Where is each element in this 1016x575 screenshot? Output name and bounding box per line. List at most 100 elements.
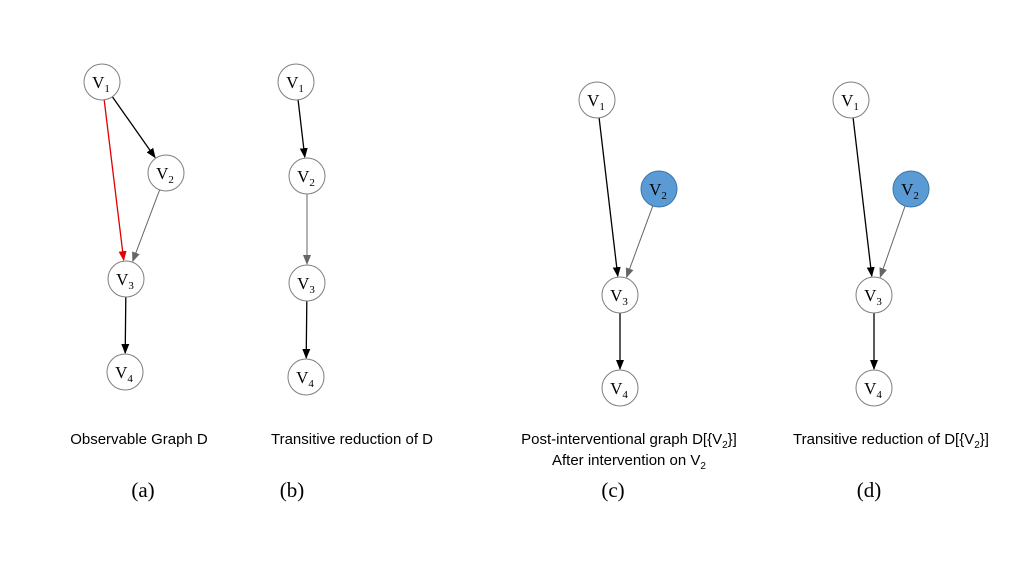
node-label-main: V (901, 180, 914, 199)
node-label-sub: 3 (876, 296, 882, 308)
node-label-sub: 3 (309, 284, 315, 296)
node-circle (892, 170, 930, 208)
node-label: V4 (115, 363, 133, 385)
panel-letter: (d) (857, 478, 882, 502)
edge-v2-v3 (879, 205, 906, 279)
node-label: V3 (297, 274, 315, 296)
node-circle (106, 353, 144, 391)
node-circle (147, 154, 185, 192)
node-v2-intervened: V2 (892, 170, 930, 208)
node-v3: V3 (601, 276, 639, 314)
node-label-main: V (286, 73, 299, 92)
node-label-main: V (297, 274, 310, 293)
node-v3: V3 (107, 260, 145, 298)
node-label-main: V (116, 270, 129, 289)
caption-text: After intervention on V (552, 452, 700, 469)
node-label: V1 (841, 91, 859, 113)
edge-v3-v4 (302, 300, 311, 360)
node-label: V2 (649, 180, 667, 202)
caption-text: Observable Graph D (70, 431, 208, 448)
node-label: V4 (296, 368, 314, 390)
node-label-sub: 3 (622, 296, 628, 308)
caption-subscript: 2 (700, 461, 706, 472)
node-label-sub: 4 (622, 389, 628, 401)
node-label: V2 (901, 180, 919, 202)
node-circle (277, 63, 315, 101)
node-label: V3 (864, 286, 882, 308)
node-label-sub: 1 (599, 101, 605, 113)
node-circle (601, 276, 639, 314)
node-label: V3 (116, 270, 134, 292)
node-v2-intervened: V2 (640, 170, 678, 208)
node-label-sub: 2 (913, 190, 919, 202)
caption-text: Transitive reduction of D[{V (793, 431, 974, 448)
node-label-main: V (841, 91, 854, 110)
node-circle (832, 81, 870, 119)
node-label-sub: 1 (298, 83, 304, 95)
panel-letter: (a) (131, 478, 154, 502)
edge-v1-v2 (297, 99, 308, 159)
node-label-main: V (864, 379, 877, 398)
node-label: V1 (286, 73, 304, 95)
caption-suffix: }] (728, 431, 737, 448)
node-label-sub: 1 (853, 101, 859, 113)
node-label-sub: 4 (876, 389, 882, 401)
node-label: V2 (156, 164, 174, 186)
node-label: V1 (587, 91, 605, 113)
node-label-main: V (610, 286, 623, 305)
node-v2: V2 (288, 157, 326, 195)
node-v1: V1 (83, 63, 121, 101)
node-label-main: V (587, 91, 600, 110)
panel-caption-line: Transitive reduction of D (271, 431, 433, 448)
edge-v1-v3 (103, 99, 127, 262)
node-v3: V3 (855, 276, 893, 314)
node-label-sub: 2 (309, 177, 315, 189)
caption-subscript: 2 (722, 440, 728, 451)
caption-text: Transitive reduction of D (271, 431, 433, 448)
node-label-main: V (156, 164, 169, 183)
node-label-sub: 4 (127, 373, 133, 385)
node-v1: V1 (277, 63, 315, 101)
node-circle (288, 264, 326, 302)
node-label-main: V (92, 73, 105, 92)
node-label: V3 (610, 286, 628, 308)
node-label: V4 (610, 379, 628, 401)
panel-letter: (b) (280, 478, 305, 502)
node-v1: V1 (578, 81, 616, 119)
panel-caption-line: Observable Graph D (70, 431, 208, 448)
node-circle (83, 63, 121, 101)
caption-suffix: }] (980, 431, 989, 448)
node-label: V4 (864, 379, 882, 401)
node-circle (640, 170, 678, 208)
caption-subscript: 2 (974, 440, 980, 451)
node-label-main: V (297, 167, 310, 186)
node-label: V2 (297, 167, 315, 189)
edge-v1-v3 (852, 117, 875, 278)
node-label-main: V (610, 379, 623, 398)
node-label-main: V (649, 180, 662, 199)
node-circle (601, 369, 639, 407)
panel-caption-line: After intervention on V2 (552, 452, 706, 472)
edge-v1-v3 (598, 117, 621, 278)
panel-letter: (c) (601, 478, 624, 502)
node-label-sub: 2 (168, 174, 174, 186)
node-circle (855, 276, 893, 314)
edge-v2-v3 (132, 189, 161, 263)
node-label-sub: 2 (661, 190, 667, 202)
node-v2: V2 (147, 154, 185, 192)
node-v1: V1 (832, 81, 870, 119)
node-v4: V4 (855, 369, 893, 407)
edge-v3-v4 (121, 296, 130, 355)
panel-caption-line: Post-interventional graph D[{V2}] (521, 431, 737, 451)
node-label-sub: 4 (308, 378, 314, 390)
node-circle (578, 81, 616, 119)
node-v4: V4 (106, 353, 144, 391)
node-v4: V4 (601, 369, 639, 407)
node-circle (855, 369, 893, 407)
